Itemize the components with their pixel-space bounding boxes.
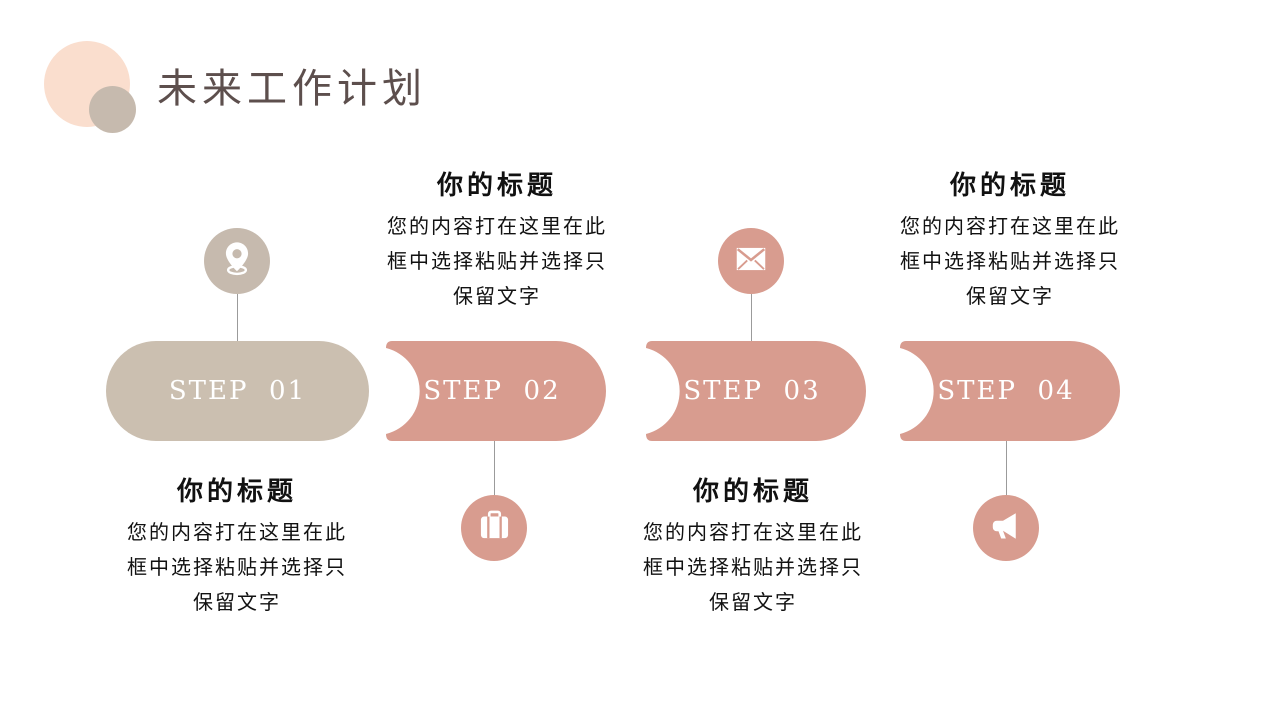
step4-block-title: 你的标题 (949, 170, 1070, 200)
step2-label: STEP 02 (423, 376, 561, 406)
location-pin-icon (218, 240, 256, 283)
step4-text-block: 你的标题 您的内容打在这里在此 框中选择粘贴并选择只 保留文字 (870, 170, 1150, 315)
step3-block-title: 你的标题 (692, 476, 813, 506)
step3-icon-circle (718, 228, 784, 294)
step1-block-title: 你的标题 (176, 476, 297, 506)
step2-connector-line (494, 441, 495, 495)
step3-label: STEP 03 (683, 376, 821, 406)
step1-text-block: 你的标题 您的内容打在这里在此 框中选择粘贴并选择只 保留文字 (97, 476, 377, 621)
decor-circle-taupe (89, 86, 136, 133)
step3-block-body: 您的内容打在这里在此 框中选择粘贴并选择只 保留文字 (643, 522, 863, 614)
step1-icon-circle (204, 228, 270, 294)
step4-label: STEP 04 (937, 376, 1075, 406)
step2-block-title: 你的标题 (436, 170, 557, 200)
step1-connector-line (237, 294, 238, 341)
step1-label: STEP 01 (168, 376, 307, 406)
step4-icon-circle (973, 495, 1039, 561)
step1-block-body: 您的内容打在这里在此 框中选择粘贴并选择只 保留文字 (127, 522, 347, 614)
briefcase-icon (476, 507, 513, 549)
step2-pill (386, 341, 606, 441)
page-title: 未来工作计划 (157, 66, 427, 112)
megaphone-icon (988, 508, 1024, 549)
step3-text-block: 你的标题 您的内容打在这里在此 框中选择粘贴并选择只 保留文字 (613, 476, 893, 621)
step4-pill (900, 341, 1120, 441)
step2-block-body: 您的内容打在这里在此 框中选择粘贴并选择只 保留文字 (387, 216, 607, 308)
step1-pill (106, 341, 369, 441)
step2-icon-circle (461, 495, 527, 561)
step3-connector-line (751, 294, 752, 341)
step3-pill (646, 341, 866, 441)
step4-connector-line (1006, 441, 1007, 495)
step2-text-block: 你的标题 您的内容打在这里在此 框中选择粘贴并选择只 保留文字 (357, 170, 637, 315)
step4-block-body: 您的内容打在这里在此 框中选择粘贴并选择只 保留文字 (900, 216, 1120, 308)
envelope-icon (732, 240, 770, 283)
